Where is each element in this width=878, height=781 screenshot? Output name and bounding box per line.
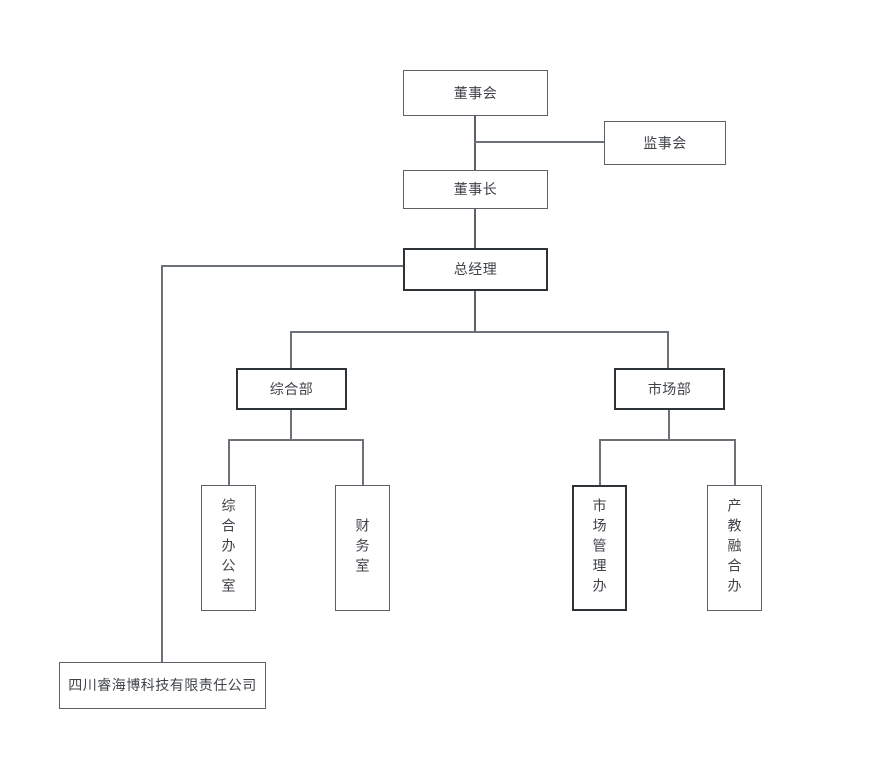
node-label: 综合办公室 bbox=[220, 498, 237, 598]
edge-general-affairs-bar bbox=[228, 439, 364, 441]
node-label: 董事会 bbox=[453, 84, 498, 101]
edge-bar-to-industry-edu bbox=[734, 439, 736, 486]
node-board-of-directors[interactable]: 董事会 bbox=[403, 70, 548, 116]
node-finance-office[interactable]: 财务室 bbox=[335, 485, 390, 611]
edge-bar-to-general-affairs bbox=[290, 331, 292, 369]
edge-bar-to-general-office bbox=[228, 439, 230, 486]
node-label: 总经理 bbox=[453, 261, 498, 278]
edge-bar-to-finance-office bbox=[362, 439, 364, 486]
edge-chairman-to-gm bbox=[474, 208, 476, 248]
node-label: 四川睿海博科技有限责任公司 bbox=[68, 677, 257, 694]
node-label: 监事会 bbox=[643, 134, 687, 151]
edge-bar-to-market-mgmt bbox=[599, 439, 601, 486]
node-company[interactable]: 四川睿海博科技有限责任公司 bbox=[59, 662, 266, 709]
node-market-management-office[interactable]: 市场管理办 bbox=[572, 485, 627, 611]
node-general-manager[interactable]: 总经理 bbox=[403, 248, 548, 291]
node-label: 产教融合办 bbox=[726, 498, 743, 598]
node-industry-education-office[interactable]: 产教融合办 bbox=[707, 485, 762, 611]
node-label: 市场部 bbox=[647, 380, 692, 397]
node-board-of-supervisors[interactable]: 监事会 bbox=[604, 121, 726, 165]
node-general-affairs-dept[interactable]: 综合部 bbox=[236, 368, 347, 410]
edge-gm-to-company-horizontal bbox=[161, 265, 403, 267]
edge-bar-to-marketing bbox=[667, 331, 669, 369]
node-label: 市场管理办 bbox=[591, 498, 608, 598]
node-general-office[interactable]: 综合办公室 bbox=[201, 485, 256, 611]
edge-general-affairs-stem bbox=[290, 409, 292, 440]
node-chairman[interactable]: 董事长 bbox=[403, 170, 548, 209]
node-label: 财务室 bbox=[354, 518, 371, 578]
node-label: 董事长 bbox=[453, 181, 498, 198]
edge-board-to-supervisors bbox=[474, 141, 604, 143]
edge-gm-distribution-bar bbox=[290, 331, 669, 333]
node-marketing-dept[interactable]: 市场部 bbox=[614, 368, 725, 410]
edge-gm-to-company-vertical bbox=[161, 265, 163, 663]
node-label: 综合部 bbox=[269, 380, 314, 397]
edge-gm-down-stem bbox=[474, 290, 476, 332]
edge-marketing-bar bbox=[599, 439, 735, 441]
edge-marketing-stem bbox=[668, 409, 670, 440]
